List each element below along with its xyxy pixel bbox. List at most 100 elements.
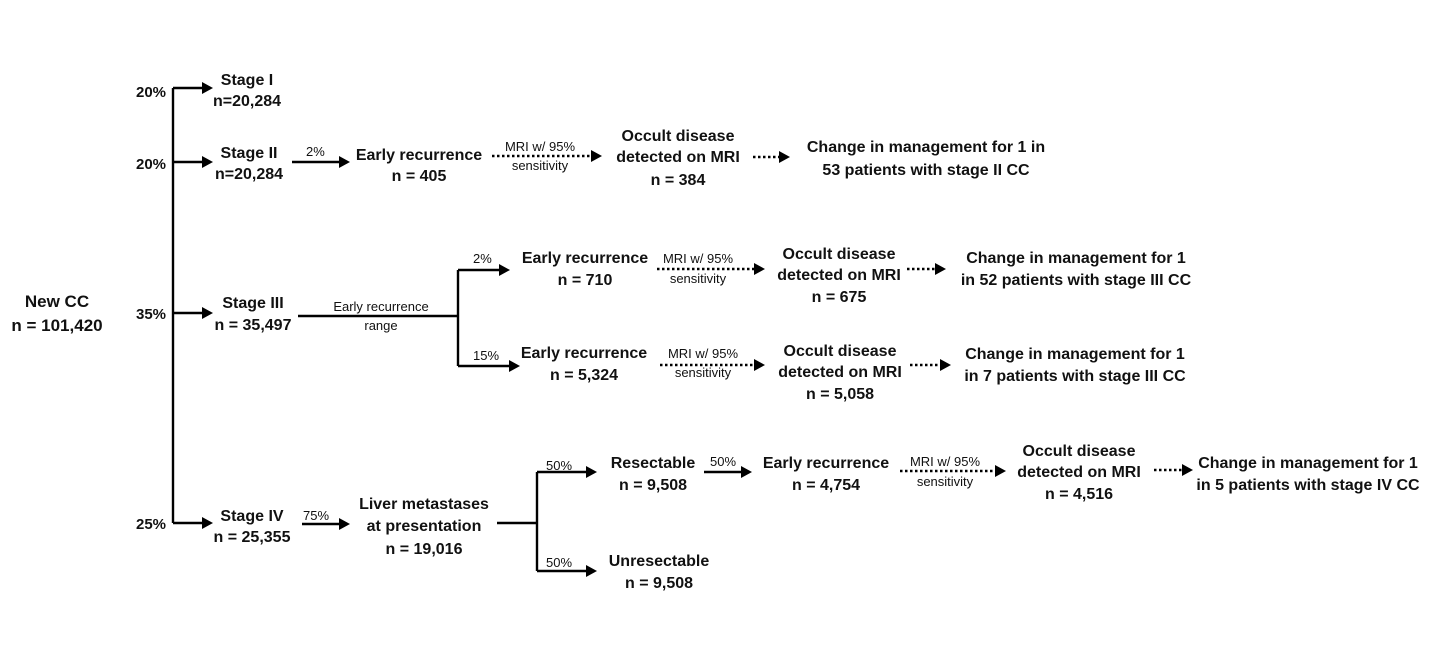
unresectable-title: Unresectable	[609, 553, 710, 570]
stage-3-low-occult-count: n = 675	[812, 289, 867, 306]
stage-3-high-mri-label-2: sensitivity	[675, 365, 732, 380]
stage-4-node: Stage IV n = 25,355	[214, 508, 291, 546]
stage-4-occult-node: Occult disease detected on MRI n = 4,516	[1017, 443, 1141, 503]
stage-3-high-er-count: n = 5,324	[550, 367, 618, 384]
stage-3-low-occult-node: Occult disease detected on MRI n = 675	[777, 246, 901, 306]
root-count: n = 101,420	[11, 316, 102, 335]
stage-2-occult-line-1: Occult disease	[622, 128, 735, 145]
arrow-stage-3-high	[458, 360, 520, 372]
share-stage-3: 35%	[136, 306, 166, 323]
stage-4-mri-label-2: sensitivity	[917, 474, 974, 489]
stage-3-range-label-1: Early recurrence	[333, 299, 428, 314]
root-title: New CC	[25, 292, 89, 311]
stage-3-low-er-count: n = 710	[558, 272, 613, 289]
stage-3-low-occult-line-1: Occult disease	[783, 246, 896, 263]
dotted-arrow-stage-3-high-mri	[660, 359, 765, 371]
stage-2-er-title: Early recurrence	[356, 147, 482, 164]
unresectable-count: n = 9,508	[625, 575, 693, 592]
dotted-arrow-stage-3-low-change	[907, 263, 946, 275]
share-stage-1: 20%	[136, 84, 166, 101]
stage-4-er-count: n = 4,754	[792, 477, 860, 494]
stage-3-low-change-node: Change in management for 1 in 52 patient…	[961, 250, 1192, 289]
stage-2-change-node: Change in management for 1 in 53 patient…	[807, 139, 1045, 179]
stage-3-high-er-title: Early recurrence	[521, 345, 647, 362]
stage-3-high-change-line-1: Change in management for 1	[965, 346, 1185, 363]
dotted-arrow-stage-3-high-change	[910, 359, 951, 371]
stage-4-occult-line-1: Occult disease	[1023, 443, 1136, 460]
arrow-to-resectable	[537, 466, 597, 478]
stage-2-title: Stage II	[221, 145, 278, 162]
stage-3-high-er-node: Early recurrence n = 5,324	[521, 345, 647, 384]
unresectable-pct: 50%	[546, 555, 572, 570]
stage-3-high-mri-label-1: MRI w/ 95%	[668, 346, 739, 361]
stage-3-low-er-node: Early recurrence n = 710	[522, 250, 648, 289]
stage-3-low-mri-label-1: MRI w/ 95%	[663, 251, 734, 266]
stage-3-high-occult-line-2: detected on MRI	[778, 364, 902, 381]
stage-1-title: Stage I	[221, 72, 273, 89]
stage-2-change-line-1: Change in management for 1 in	[807, 139, 1045, 156]
resectable-pct: 50%	[546, 458, 572, 473]
stage-3-node: Stage III n = 35,497	[215, 295, 292, 334]
stage-4-mri-label-1: MRI w/ 95%	[910, 454, 981, 469]
stage-4-change-line-2: in 5 patients with stage IV CC	[1196, 477, 1420, 494]
stage-3-high-occult-count: n = 5,058	[806, 386, 874, 403]
stage-2-mri-label-1: MRI w/ 95%	[505, 139, 576, 154]
arrow-stage-3-low	[458, 264, 510, 276]
resectable-node: Resectable n = 9,508	[611, 455, 696, 494]
stage-2-early-recurrence-node: Early recurrence n = 405	[356, 147, 482, 185]
stage-3-range-label-2: range	[364, 318, 397, 333]
stage-3-low-change-line-2: in 52 patients with stage III CC	[961, 272, 1192, 289]
root-node: New CC n = 101,420	[11, 292, 102, 335]
arrow-to-stage-4	[173, 517, 213, 529]
dotted-arrow-stage-2-mri	[492, 150, 602, 162]
dotted-arrow-stage-2-change	[753, 151, 790, 163]
stage-3-high-occult-line-1: Occult disease	[784, 343, 897, 360]
stage-3-low-pct: 2%	[473, 251, 492, 266]
liver-count: n = 19,016	[386, 541, 463, 558]
arrow-stage-2-to-recurrence	[292, 156, 350, 168]
arrow-stage-4-to-liver	[302, 518, 350, 530]
stage-3-low-er-title: Early recurrence	[522, 250, 648, 267]
liver-metastases-node: Liver metastases at presentation n = 19,…	[359, 496, 489, 558]
stage-4-occult-line-2: detected on MRI	[1017, 464, 1141, 481]
stage-3-high-change-node: Change in management for 1 in 7 patients…	[964, 346, 1186, 385]
stage-3-high-change-line-2: in 7 patients with stage III CC	[964, 368, 1186, 385]
stage-2-count: n=20,284	[215, 166, 283, 183]
resectable-count: n = 9,508	[619, 477, 687, 494]
stage-2-change-line-2: 53 patients with stage II CC	[822, 162, 1030, 179]
stage-1-node: Stage I n=20,284	[213, 72, 281, 110]
resectable-er-pct: 50%	[710, 454, 736, 469]
dotted-arrow-stage-4-change	[1154, 464, 1193, 476]
stage-4-occult-count: n = 4,516	[1045, 486, 1113, 503]
stage-2-recurrence-pct: 2%	[306, 144, 325, 159]
stage-2-occult-line-2: detected on MRI	[616, 149, 740, 166]
stage-4-liver-pct: 75%	[303, 508, 329, 523]
stage-3-title: Stage III	[222, 295, 283, 312]
arrow-to-stage-3	[173, 307, 213, 319]
stage-3-high-occult-node: Occult disease detected on MRI n = 5,058	[778, 343, 902, 403]
stage-1-count: n=20,284	[213, 93, 281, 110]
stage-2-mri-label-2: sensitivity	[512, 158, 569, 173]
stage-4-title: Stage IV	[220, 508, 283, 525]
stage-2-er-count: n = 405	[392, 168, 447, 185]
arrow-to-stage-2	[173, 156, 213, 168]
liver-line-1: Liver metastases	[359, 496, 489, 513]
arrow-resectable-to-recurrence	[704, 466, 752, 478]
stage-3-count: n = 35,497	[215, 317, 292, 334]
stage-4-change-node: Change in management for 1 in 5 patients…	[1196, 455, 1420, 494]
stage-4-er-node: Early recurrence n = 4,754	[763, 455, 889, 494]
stage-2-occult-node: Occult disease detected on MRI n = 384	[616, 128, 740, 189]
dotted-arrow-stage-4-mri	[900, 465, 1006, 477]
stage-4-er-title: Early recurrence	[763, 455, 889, 472]
dotted-arrow-stage-3-low-mri	[657, 263, 765, 275]
stage-2-occult-count: n = 384	[651, 172, 706, 189]
share-stage-4: 25%	[136, 516, 166, 533]
stage-3-low-mri-label-2: sensitivity	[670, 271, 727, 286]
arrow-to-stage-1	[173, 82, 213, 94]
stage-3-low-change-line-1: Change in management for 1	[966, 250, 1186, 267]
liver-line-2: at presentation	[367, 518, 482, 535]
stage-2-node: Stage II n=20,284	[215, 145, 283, 183]
stage-4-count: n = 25,355	[214, 529, 291, 546]
resectable-title: Resectable	[611, 455, 696, 472]
